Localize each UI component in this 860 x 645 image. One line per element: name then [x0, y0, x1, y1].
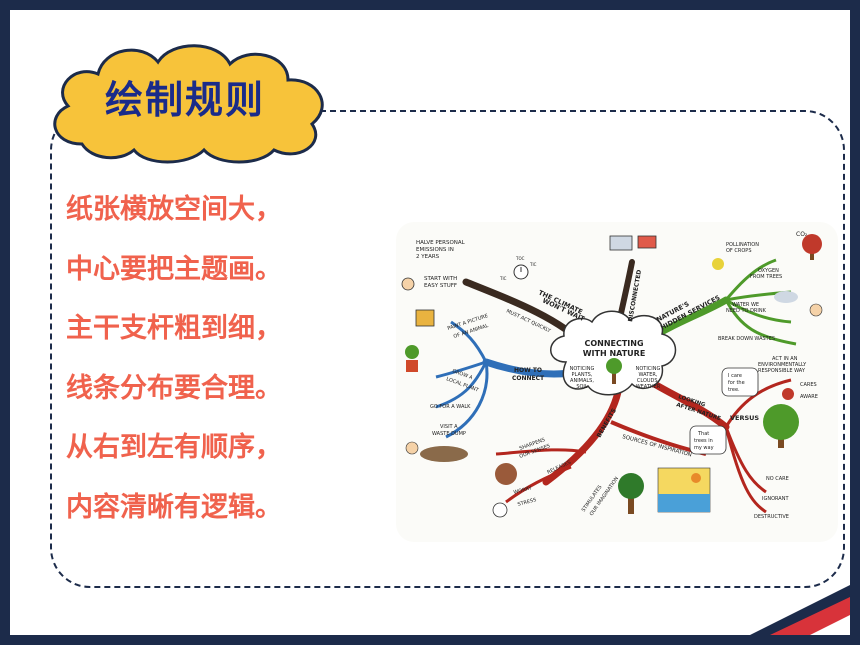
rule-line: 从右到左有顺序， [66, 432, 282, 463]
person-icon [401, 277, 415, 291]
branch-note: ENVIRONMENTALLY [758, 362, 807, 368]
rule-line: 中心要把主题画。 [66, 253, 282, 285]
branch-note: WATER WE [732, 302, 759, 308]
branch-note: EMISSIONS IN [416, 247, 454, 253]
branch-label: HOW TO [514, 367, 542, 374]
branch-note: STRESS [517, 497, 537, 508]
rules-list: 纸张横放空间大， 中心要把主题画。 主干支杆粗到细， 线条分布要合理。 从右到左… [66, 180, 386, 537]
center-label: WITH NATURE [583, 349, 646, 358]
mind-map-illustration: CONNECTING WITH NATURE NOTICING PLANTS, … [396, 222, 838, 542]
tv-icon [637, 235, 657, 249]
bubble-text: That [697, 431, 709, 437]
smiley-icon [492, 502, 508, 518]
branch-note: DESTRUCTIVE [754, 514, 789, 520]
rule-line: 纸张横放空间大， [66, 194, 282, 225]
versus-label: VERSUS [730, 414, 759, 422]
title-cloud-shape [53, 44, 324, 164]
branch-label: CONNECT [512, 375, 545, 382]
center-note: CLOUDS, [637, 378, 660, 384]
face-icon [495, 463, 517, 485]
rule-line: 主干支杆粗到细， [66, 313, 282, 344]
picture-frame-icon [415, 309, 435, 327]
center-note: PLANTS, [572, 372, 593, 378]
branch-note: AWARE [800, 394, 818, 400]
clock-note: TIC [499, 276, 507, 281]
bubble-text: my way [694, 445, 714, 451]
tree-icon [802, 234, 822, 254]
branch-note: CARES [800, 382, 817, 388]
page-title: 绘制规则 [104, 78, 265, 122]
branch-note: POLLINATION [726, 242, 759, 248]
co2-label: CO₂ [796, 231, 808, 238]
clock-note: TIC [529, 262, 537, 267]
tree-icon [618, 473, 644, 499]
plant-pot-icon [406, 360, 418, 372]
corner-decoration [750, 585, 850, 635]
branch-note: FROM TREES [750, 274, 782, 280]
speech-bubble [721, 367, 759, 397]
center-note: SOIL [576, 384, 588, 390]
branch-note: WORRY [513, 485, 533, 496]
speech-bubble [689, 425, 727, 455]
branch-note: BREAK DOWN WASTES [718, 336, 775, 342]
person-icon [809, 303, 823, 317]
bubble-text: tree. [728, 387, 740, 393]
bubble-text: trees in [694, 438, 713, 444]
branch-note: NEED TO DRINK [726, 308, 767, 314]
center-note: ANIMALS, [570, 378, 594, 384]
branch-note: OF CROPS [726, 248, 752, 254]
branch-note: NO CARE [766, 476, 789, 482]
person-icon [405, 441, 419, 455]
slide: 绘制规则 纸张横放空间大， 中心要把主题画。 主干支杆粗到细， 线条分布要合理。… [10, 10, 850, 635]
center-note: NOTICING [570, 366, 595, 372]
branch-note: WASTE DUMP [432, 431, 466, 437]
content-panel [50, 110, 845, 588]
rule-line: 线条分布要合理。 [66, 372, 282, 404]
branch-note: OXYGEN [758, 268, 779, 274]
computer-icon [609, 235, 633, 251]
center-note: WEATHER [636, 384, 661, 390]
branch-note: 2 YEARS [416, 254, 440, 260]
branch-note: ACT IN AN [772, 356, 798, 362]
waste-pile-icon [420, 446, 468, 462]
cloud-icon [774, 291, 798, 303]
branch-note: GO FOR A WALK [430, 404, 471, 410]
branch-note: HALVE PERSONAL [416, 240, 466, 246]
bubble-text: I care [728, 373, 742, 379]
branch-note: VISIT A [440, 424, 458, 430]
clock-note: TOC [515, 256, 525, 261]
center-note: NOTICING [636, 366, 661, 372]
branch-note: RESPONSIBLE WAY [758, 368, 806, 374]
branch-note: EASY STUFF [424, 283, 457, 289]
bee-icon [712, 258, 724, 270]
branch-note: IGNORANT [762, 496, 789, 502]
branch-note: START WITH [424, 276, 457, 282]
center-label: CONNECTING [584, 339, 643, 348]
tree-icon [763, 404, 799, 440]
bubble-text: for the [728, 380, 745, 386]
center-note: WATER, [639, 372, 658, 378]
rule-line: 内容清晰有逻辑。 [66, 491, 282, 523]
